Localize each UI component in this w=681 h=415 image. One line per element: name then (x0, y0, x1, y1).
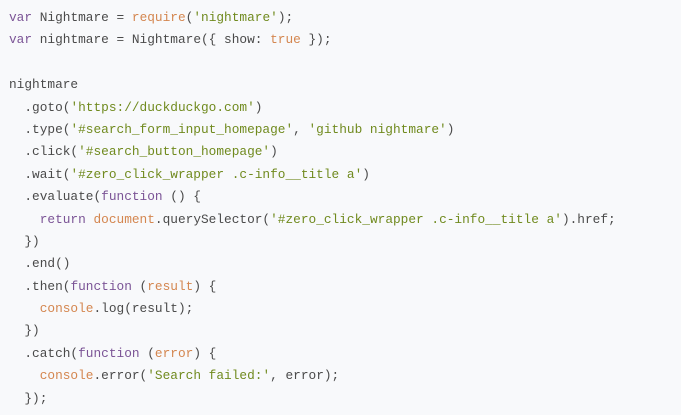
plain-token: ) (254, 99, 263, 115)
plain-token: .click( (9, 144, 79, 160)
builtin-token: require (131, 10, 186, 25)
code-line: console.log(result); (9, 298, 616, 320)
plain-token: .catch( (9, 345, 79, 361)
plain-token: .error( (93, 368, 148, 384)
code-line: .type('#search_form_input_homepage', 'gi… (9, 119, 616, 141)
plain-token: , (293, 121, 309, 137)
plain-token: .querySelector( (154, 211, 271, 227)
builtin-token: console (39, 301, 94, 317)
plain-token: ( (131, 278, 148, 294)
string-token: 'github nightmare' (308, 121, 447, 137)
plain-token: ( (185, 10, 194, 25)
string-token: '#zero_click_wrapper .c-info__title a' (70, 166, 363, 182)
code-line: }); (9, 388, 616, 410)
code-line: }) (9, 231, 616, 253)
plain-token: }) (9, 323, 40, 339)
code-line: }) (9, 320, 616, 342)
keyword-token: return (39, 211, 86, 227)
plain-token: ) (270, 144, 278, 160)
string-token: 'nightmare' (193, 10, 278, 25)
keyword-token: function (78, 345, 140, 361)
plain-token: ); (277, 10, 294, 25)
string-token: '#search_form_input_homepage' (70, 121, 294, 137)
plain-token: }); (300, 32, 332, 48)
plain-token: }); (9, 390, 48, 406)
builtin-token: true (270, 32, 301, 48)
plain-token: .wait( (9, 166, 71, 182)
code-line: .end() (9, 253, 616, 275)
plain-token: ) (362, 166, 370, 182)
code-line: .then(function (result) { (9, 276, 616, 298)
plain-token: , error); (270, 368, 340, 384)
plain-token (9, 212, 40, 227)
builtin-token: result (147, 278, 194, 294)
builtin-token: error (154, 345, 194, 361)
code-line: var Nightmare = require('nightmare'); (9, 7, 616, 29)
keyword-token: function (101, 189, 163, 205)
plain-token: .type( (9, 121, 71, 137)
code-line: .wait('#zero_click_wrapper .c-info__titl… (9, 164, 616, 186)
code-line: var nightmare = Nightmare({ show: true }… (9, 29, 616, 51)
code-line: .click('#search_button_homepage') (9, 141, 616, 163)
builtin-token: document (93, 211, 155, 227)
plain-token: Nightmare = (32, 10, 132, 25)
plain-token: .evaluate( (9, 189, 102, 205)
keyword-token: var (9, 10, 33, 25)
string-token: 'Search failed:' (147, 368, 271, 384)
keyword-token: var (9, 32, 33, 48)
plain-token: ( (139, 345, 155, 361)
code-block: var Nightmare = require('nightmare');var… (9, 7, 616, 410)
code-line (9, 52, 616, 74)
plain-token: () { (162, 189, 201, 205)
plain-token: ) { (193, 278, 217, 294)
code-line: console.error('Search failed:', error); (9, 365, 616, 387)
plain-token: nightmare = Nightmare({ show: (32, 32, 271, 48)
plain-token: ).href; (561, 211, 616, 227)
plain-token: nightmare (9, 77, 79, 93)
plain-token: ) { (193, 345, 217, 361)
string-token: '#zero_click_wrapper .c-info__title a' (270, 211, 562, 227)
string-token: '#search_button_homepage' (78, 144, 271, 160)
plain-token: .log(result); (93, 301, 194, 317)
plain-token (9, 301, 40, 316)
plain-token: ) (446, 121, 455, 137)
plain-token: .goto( (9, 99, 71, 115)
code-line: nightmare (9, 74, 616, 96)
string-token: 'https://duckduckgo.com' (70, 99, 255, 115)
code-line: .evaluate(function () { (9, 186, 616, 208)
code-line: .catch(function (error) { (9, 343, 616, 365)
plain-token: }) (9, 233, 40, 249)
keyword-token: function (70, 278, 132, 294)
plain-token (9, 368, 40, 383)
builtin-token: console (39, 368, 94, 384)
code-line: return document.querySelector('#zero_cli… (9, 209, 616, 231)
plain-token: .end() (9, 256, 71, 272)
code-line: .goto('https://duckduckgo.com') (9, 97, 616, 119)
plain-token: .then( (9, 278, 71, 294)
